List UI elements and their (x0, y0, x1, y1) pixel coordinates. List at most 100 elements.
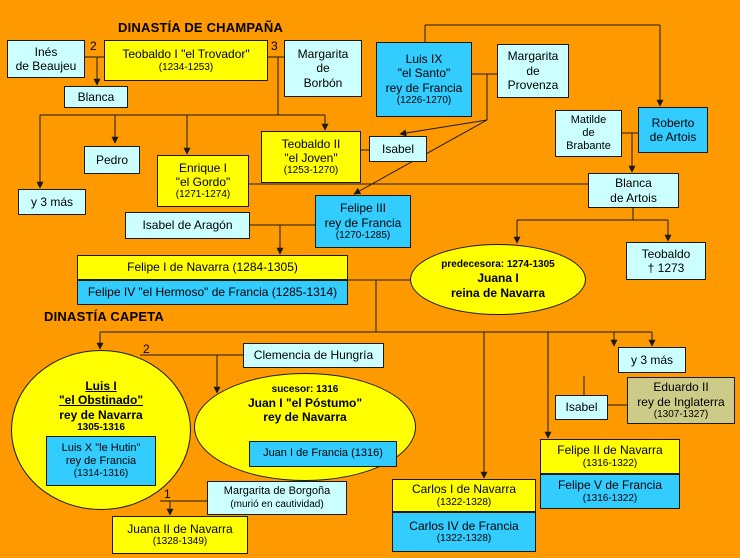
person-name: Juan I de Francia (1316) (263, 447, 383, 460)
person-name: Blanca (615, 176, 652, 191)
person-felipe-ii-navarra: Felipe II de Navarra (1316-1322) (540, 439, 680, 474)
person-felipe-i-navarra: Felipe I de Navarra (1284-1305) (77, 255, 348, 280)
person-luis-x: Luis X "le Hutin" rey de Francia (1314-1… (46, 436, 156, 486)
person-teobaldo-artois: Teobaldo † 1273 (626, 242, 706, 280)
person-name: Felipe V de Francia (557, 478, 663, 493)
person-name: "el Obstinado" (58, 393, 144, 408)
person-name: "el Joven" (284, 151, 338, 165)
person-dates: (1253-1270) (283, 165, 339, 177)
person-teobaldo-ii: Teobaldo II "el Joven" (1253-1270) (261, 131, 361, 183)
person-name: de (316, 61, 330, 76)
person-name: de Artois (610, 190, 657, 205)
person-name: Teobaldo I "el Trovador" (122, 47, 250, 62)
person-name: Margarita (297, 46, 349, 61)
person-name: Felipe I de Navarra (1284-1305) (127, 260, 298, 275)
person-name: Provenza (507, 78, 559, 93)
person-title: reina de Navarra (450, 285, 546, 300)
person-title: rey de Francia (65, 455, 137, 467)
person-dates: (1270-1285) (335, 229, 391, 241)
person-margarita-de-provenza: Margarita de Provenza (497, 44, 569, 98)
person-note: (murió en cautividad) (230, 498, 324, 510)
person-name: "el Gordo" (175, 175, 231, 189)
person-name: Pedro (95, 152, 129, 167)
person-name: Juana II de Navarra (127, 521, 233, 536)
person-name: Blanca (77, 89, 115, 104)
person-ines-de-beaujeu: Inés de Beaujeu (7, 40, 85, 78)
person-name: Clemencia de Hungría (253, 348, 374, 363)
heading-champagne-dynasty: DINASTÍA DE CHAMPAÑA (118, 20, 284, 35)
person-blanca-de-artois: Blanca de Artois (588, 173, 679, 208)
person-teobaldo-i: Teobaldo I "el Trovador" (1234-1253) (104, 40, 268, 81)
person-name: Borbón (303, 75, 343, 90)
person-dates: (1328-1349) (152, 536, 208, 548)
person-juana-ii-navarra: Juana II de Navarra (1328-1349) (112, 516, 248, 554)
person-blanca: Blanca (64, 86, 128, 108)
person-name: Inés (34, 44, 58, 59)
person-dates: (1316-1322) (582, 457, 638, 469)
person-isabel-de-aragon: Isabel de Aragón (125, 212, 250, 239)
person-name: Isabel (381, 141, 415, 156)
person-name: de (582, 126, 595, 139)
person-title: rey de Francia (385, 80, 463, 95)
person-y-3-mas: y 3 más (618, 347, 686, 373)
person-name: Brabante (566, 140, 611, 153)
person-name: Enrique I (178, 160, 228, 175)
person-dates: (1322-1328) (436, 533, 492, 545)
person-name: y 3 más (630, 352, 673, 367)
marriage-number: 3 (271, 39, 278, 53)
person-juana-i: predecesora: 1274-1305 Juana I reina de … (410, 244, 586, 315)
person-felipe-v-francia: Felipe V de Francia (1316-1322) (540, 474, 680, 509)
person-name: Felipe II de Navarra (557, 443, 663, 458)
person-margarita-de-borgona: Margarita de Borgoña (murió en cautivida… (207, 481, 347, 515)
person-eduardo-ii: Eduardo II rey de Inglaterra (1307-1327) (627, 377, 735, 424)
person-name: Juan I "el Póstumo" (247, 396, 363, 410)
person-roberto-de-artois: Roberto de Artois (638, 107, 708, 153)
person-name: Eduardo II (653, 380, 709, 395)
person-dates: (1271-1274) (175, 189, 231, 201)
person-name: Luis I (85, 379, 117, 393)
person-name: Teobaldo (641, 246, 691, 261)
person-name: Carlos I de Navarra (411, 482, 517, 497)
person-name: de Beaujeu (15, 59, 77, 73)
person-isabel: Isabel (369, 136, 427, 162)
person-enrique-i: Enrique I "el Gordo" (1271-1274) (157, 155, 249, 207)
person-name: Felipe IV "el Hermoso" de Francia (1285-… (87, 285, 338, 300)
person-carlos-i-navarra: Carlos I de Navarra (1322-1328) (392, 479, 536, 512)
person-role: sucesor: 1316 (271, 384, 339, 395)
person-title: rey de Navarra (59, 407, 143, 422)
person-name: Isabel (565, 400, 598, 415)
person-name: de Artois (649, 130, 697, 144)
person-dates: † 1273 (647, 261, 685, 275)
heading-capet-dynasty: DINASTÍA CAPETA (44, 309, 164, 324)
person-margarita-de-borbon: Margarita de Borbón (284, 40, 362, 97)
person-name: y 3 más (30, 194, 73, 209)
person-name: Margarita (507, 49, 559, 64)
person-juan-i-francia: Juan I de Francia (1316) (249, 441, 397, 467)
person-title: rey de Inglaterra (637, 394, 725, 409)
person-dates: (1316-1322) (582, 492, 638, 504)
person-name: Luis IX (405, 51, 443, 66)
person-dates: (1322-1328) (436, 496, 492, 508)
person-dates: (1226-1270) (396, 95, 452, 107)
person-felipe-iv-francia: Felipe IV "el Hermoso" de Francia (1285-… (77, 280, 348, 305)
person-luis-i: Luis I "el Obstinado" rey de Navarra 130… (11, 350, 191, 510)
person-name: Isabel de Aragón (142, 218, 233, 233)
person-dates: (1307-1327) (653, 408, 709, 420)
person-isabel: Isabel (555, 395, 608, 420)
person-dates: (1234-1253) (158, 61, 214, 73)
marriage-number: 1 (164, 487, 171, 501)
person-name: "el Santo" (397, 66, 451, 81)
person-title: rey de Francia (324, 215, 402, 230)
person-felipe-iii: Felipe III rey de Francia (1270-1285) (315, 195, 411, 248)
person-dates: 1305-1316 (77, 422, 125, 434)
person-dates: (1314-1316) (73, 468, 129, 480)
person-name: Felipe III (339, 201, 387, 216)
marriage-number: 2 (90, 39, 97, 53)
person-title: rey de Navarra (263, 410, 347, 425)
person-name: Luis X "le Hutin" (61, 441, 141, 454)
person-name: Teobaldo II (281, 136, 341, 151)
person-carlos-iv-francia: Carlos IV de Francia (1322-1328) (392, 512, 536, 552)
person-matilde-de-brabante: Matilde de Brabante (555, 110, 622, 157)
person-y-3-mas: y 3 más (18, 189, 86, 215)
